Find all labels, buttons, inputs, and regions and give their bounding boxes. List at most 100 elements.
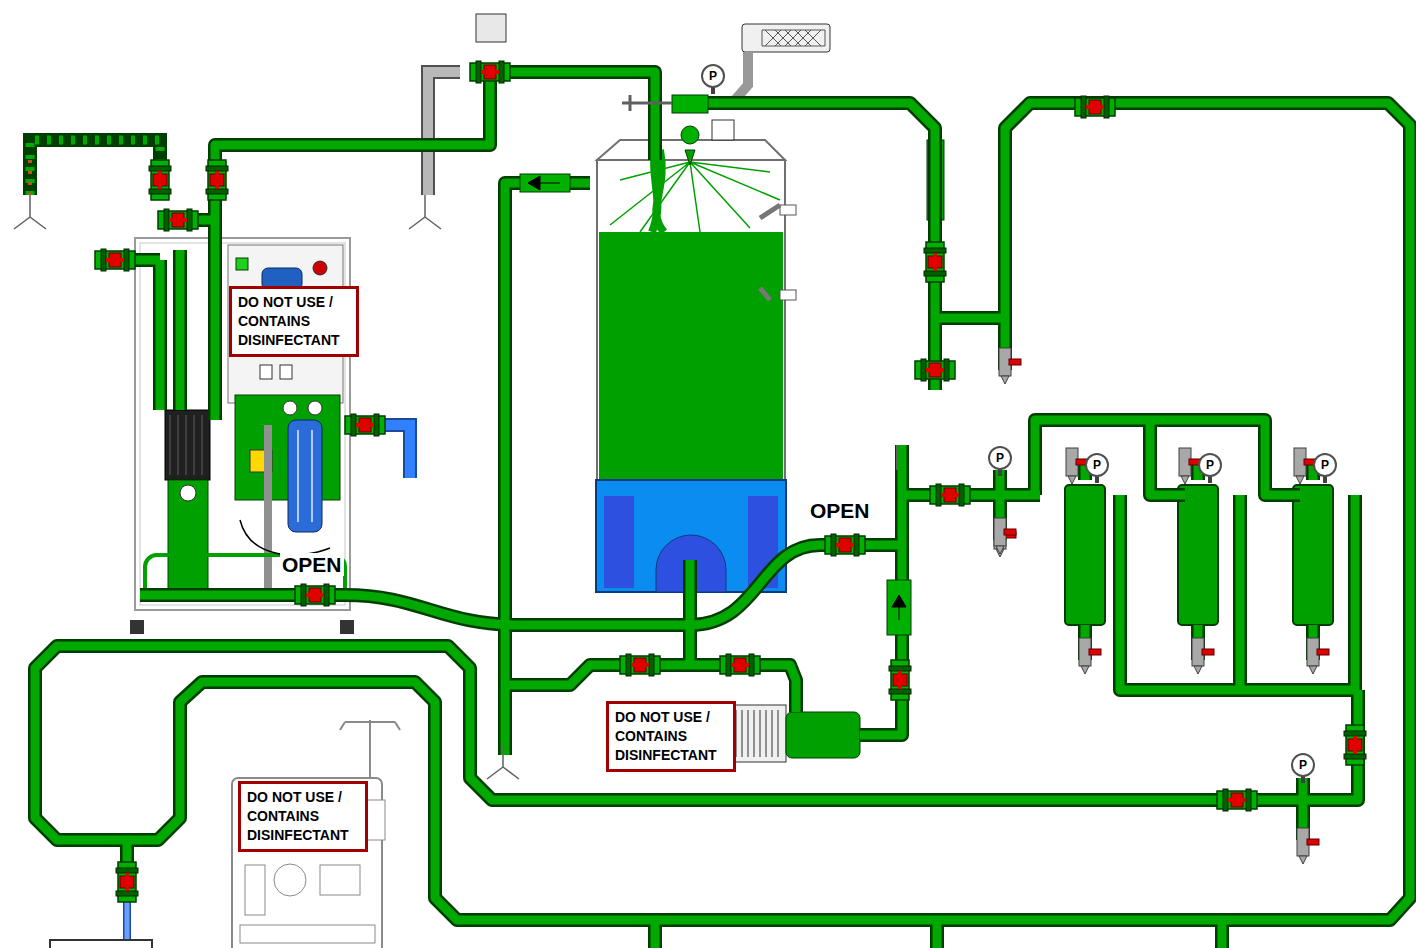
filter-housing [1293,485,1333,625]
motor-fins [736,710,778,757]
gauge-label: P [1299,759,1307,771]
valve [720,654,760,676]
valve [116,862,138,902]
drain-valve [1294,448,1316,484]
valve [158,209,198,231]
sensor [780,290,796,300]
drain-funnel [409,195,441,229]
valve [620,654,660,676]
flow-arrow [528,176,560,190]
valve-state-label: OPEN [808,499,872,522]
filter-highlight [298,430,312,522]
spray [610,162,780,232]
valve [295,584,335,606]
vent-pin [896,445,898,470]
pressure-gauge [1314,454,1336,483]
ro-foot [340,620,354,634]
pump-housing [786,712,860,758]
gauge [308,401,322,415]
gauge-label: P [1321,459,1329,471]
pre-filter-ribs [170,415,202,475]
sensor-float [760,205,780,300]
drain-valve [1297,828,1319,864]
indicator-light [236,258,248,270]
gauge-label: P [1093,459,1101,471]
iv-pole [340,720,400,778]
vent-pipe [735,52,748,100]
device [50,940,152,948]
pressure-gauge [1199,454,1221,483]
ro-foot [130,620,144,634]
gauge [180,485,196,501]
machine-panel [240,925,375,943]
valve [825,534,865,556]
drain-funnel [487,745,519,779]
filter-housing [1178,485,1218,625]
tank-water [599,232,783,482]
valve [930,484,970,506]
drain-valve [999,348,1021,384]
valve [95,249,135,271]
pre-filter [165,410,210,480]
drain-valve [994,518,1016,554]
drain-valve [1066,448,1088,484]
gauge-label: P [1206,459,1214,471]
warning-text: DO NOT USE / CONTAINS DISINFECTANT [615,708,727,765]
tank-inlet-fitting [672,95,708,113]
drain-pipe-outline [30,140,160,195]
fitting [712,120,734,140]
warning-sign: DO NOT USE / CONTAINS DISINFECTANT [229,286,359,357]
pipe-outline [35,72,1410,948]
base-slot [604,496,634,588]
tank [597,160,785,482]
knob [313,261,327,275]
machine-part [365,800,385,840]
grey-pipe [428,72,460,195]
valve [1075,96,1115,118]
ro-pump-column [168,480,208,600]
drain-valve [1179,448,1201,484]
warning-text: DO NOT USE / CONTAINS DISINFECTANT [238,293,350,350]
drain-valve [1192,638,1214,674]
switch [260,365,272,379]
grey-pipe [264,425,272,595]
gauge-label: P [709,70,717,82]
valve [149,160,171,200]
filter-housing [1065,485,1105,625]
valve [345,414,385,436]
grey-pipe-outline [428,72,460,195]
valve-state-label: OPEN [280,553,344,576]
pressure-gauge [1086,454,1108,483]
valve [924,242,946,282]
vent-mesh [765,30,821,46]
cartridge-filter [288,420,322,532]
wire [240,520,330,555]
valve [1217,789,1257,811]
spray-nozzle [685,150,695,165]
valve [915,359,955,381]
check-valve [887,580,911,635]
vent-filter [742,24,830,52]
sample-port [622,95,672,111]
fitting [681,126,699,144]
gauge [283,401,297,415]
pressure-gauge [989,447,1011,476]
warning-sign: DO NOT USE / CONTAINS DISINFECTANT [238,781,368,852]
drain-valve [1079,638,1101,674]
solenoid-valve [476,14,506,42]
machine-dial [274,864,306,896]
sensor [780,205,796,215]
valve [470,61,510,83]
machine-part [320,865,360,895]
drain-pipe [30,140,160,195]
drain-valve [1307,638,1329,674]
machine-part [245,865,265,915]
valve [1344,725,1366,765]
vent-mesh [762,30,825,46]
valve [889,660,911,700]
drain-funnel [14,195,46,229]
switch [280,365,292,379]
pipe [35,72,1410,948]
